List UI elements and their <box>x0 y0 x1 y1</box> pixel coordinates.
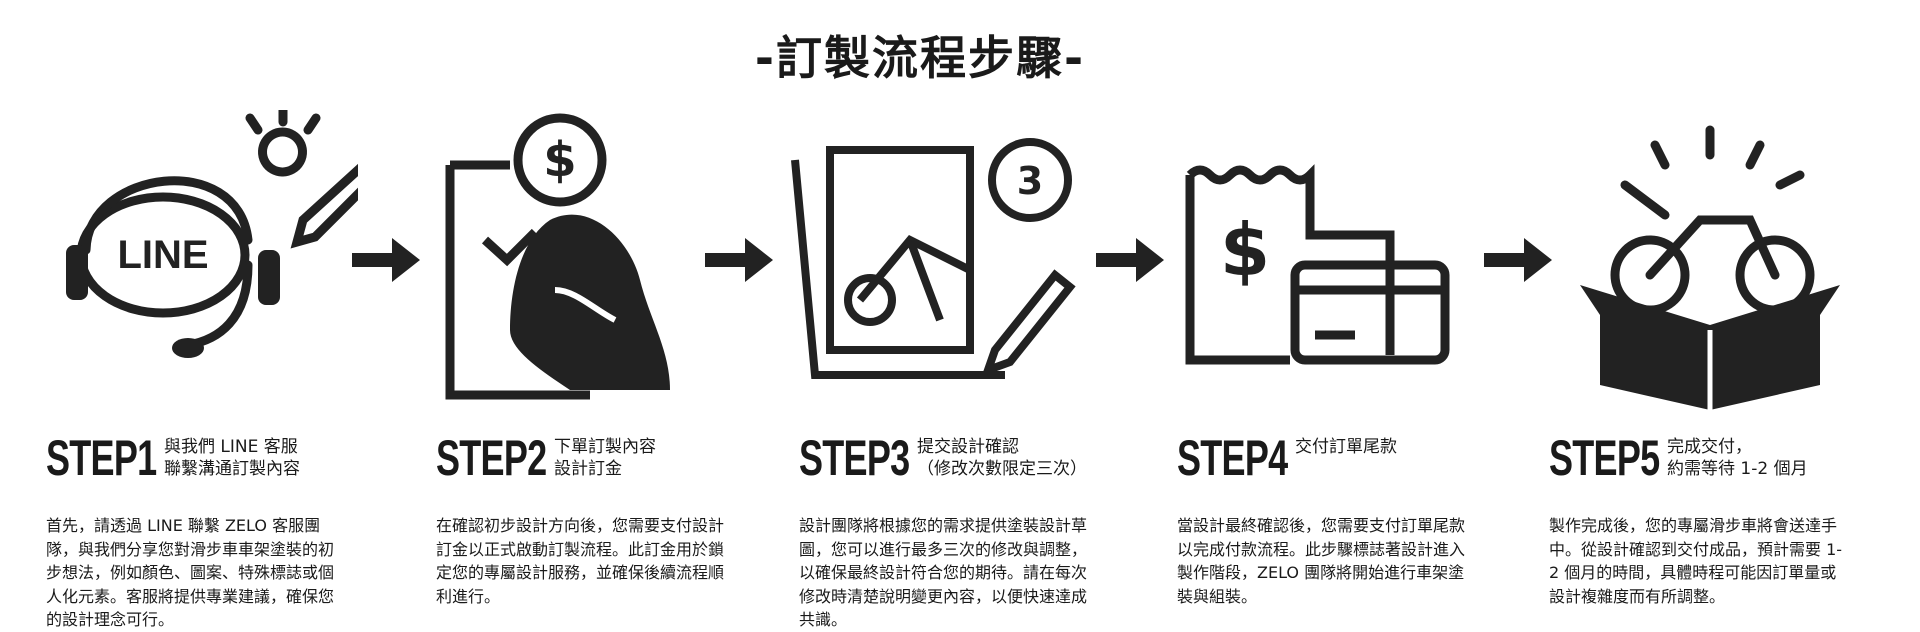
step-label: STEP1 <box>46 430 157 486</box>
step-subtitle: 完成交付， 約需等待 1-2 個月 <box>1667 437 1808 479</box>
svg-text:$: $ <box>543 132 576 188</box>
step-description: 首先，請透過 LINE 聯繫 ZELO 客服團隊，與我們分享您對滑步車車架塗裝的… <box>46 516 335 629</box>
arrow-right-icon <box>1096 238 1164 282</box>
step-subtitle: 提交設計確認 （修改次數限定三次） <box>917 437 1087 479</box>
svg-text:3: 3 <box>1017 159 1043 203</box>
arrow-right-icon <box>1484 238 1552 282</box>
payment-hand-icon: $ <box>445 113 670 400</box>
step-description: 設計團隊將根據您的需求提供塗裝設計草圖，您可以進行最多三次的修改與調整，以確保最… <box>799 516 1088 629</box>
step-label: STEP3 <box>799 430 910 486</box>
svg-text:$: $ <box>1220 208 1270 292</box>
line-headset-icon: LINE <box>66 110 358 358</box>
step-label: STEP5 <box>1549 430 1660 486</box>
step-subtitle: 與我們 LINE 客服 聯繫溝通訂製內容 <box>164 437 300 479</box>
step-description: 製作完成後，您的專屬滑步車將會送達手中。從設計確認到交付成品，預計需要 1-2 … <box>1549 516 1843 606</box>
step-label: STEP2 <box>436 430 547 486</box>
step-description: 在確認初步設計方向後，您需要支付設計訂金以正式啟動訂製流程。此訂金用於鎖定您的專… <box>436 516 725 606</box>
step-subtitle: 交付訂單尾款 <box>1295 437 1397 457</box>
receipt-card-icon: $ <box>1185 164 1450 365</box>
step-label: STEP4 <box>1177 430 1288 486</box>
step-subtitle: 下單訂製內容 設計訂金 <box>554 437 656 479</box>
design-revision-icon: 3 <box>791 138 1076 379</box>
step-4: STEP4 交付訂單尾款 當設計最終確認後，您需要支付訂單尾款以完成付款流程。此步… <box>1177 432 1517 608</box>
delivery-box-bike-icon <box>1580 125 1840 410</box>
step-description: 當設計最終確認後，您需要支付訂單尾款以完成付款流程。此步驟標誌著設計進入製作階段… <box>1177 516 1466 606</box>
arrow-right-icon <box>705 238 773 282</box>
arrow-right-icon <box>352 238 420 282</box>
svg-text:LINE: LINE <box>117 233 208 277</box>
page-title: -訂製流程步驟- <box>754 31 1086 85</box>
